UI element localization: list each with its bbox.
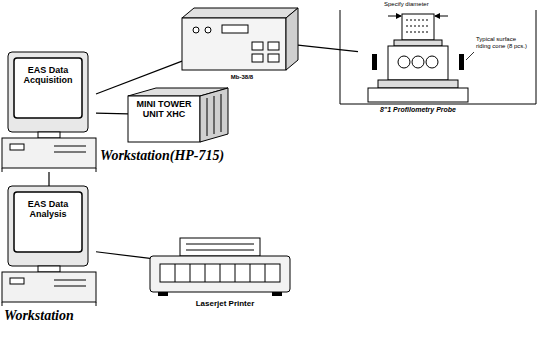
cable-connector: [96, 252, 150, 259]
laser-printer: Laserjet Printer: [150, 236, 290, 298]
profilometry-probe-drawing: [358, 14, 478, 102]
dimension-arrow: [435, 16, 448, 17]
workstation: EAS Data AnalysisWorkstation: [2, 186, 96, 306]
printer-label: Laserjet Printer: [180, 300, 270, 309]
device-label: Mb-38/8: [212, 74, 272, 81]
dimension-label: Specify diameter: [384, 1, 454, 8]
instrument-unit-drawing: [182, 8, 298, 70]
callout-note: Typical surface riding cone (8 pcs.): [476, 36, 532, 49]
cable-connector: [96, 112, 128, 114]
profilometry-probe: 8"1 Profilometry Probe: [358, 14, 478, 102]
tower-text: MINI TOWER UNIT XHC: [134, 100, 194, 120]
screen-text: EAS Data Acquisition: [17, 66, 79, 86]
workstation-label: Workstation: [4, 308, 114, 323]
tower-unit: MINI TOWER UNIT XHC: [128, 88, 228, 142]
workstation-label: Workstation(HP-715): [100, 148, 250, 163]
workstation: EAS Data AcquisitionWorkstation(HP-715): [2, 52, 96, 172]
laser-printer-drawing: [150, 236, 290, 298]
leader-line: [466, 52, 474, 60]
screen-text: EAS Data Analysis: [17, 200, 79, 220]
frame-line: [340, 10, 536, 104]
instrument-unit: Mb-38/8: [182, 8, 298, 70]
dimension-arrow: [388, 16, 401, 17]
cable-connector: [298, 45, 358, 51]
cable-connector: [48, 172, 49, 186]
probe-label: 8"1 Profilometry Probe: [338, 106, 498, 114]
